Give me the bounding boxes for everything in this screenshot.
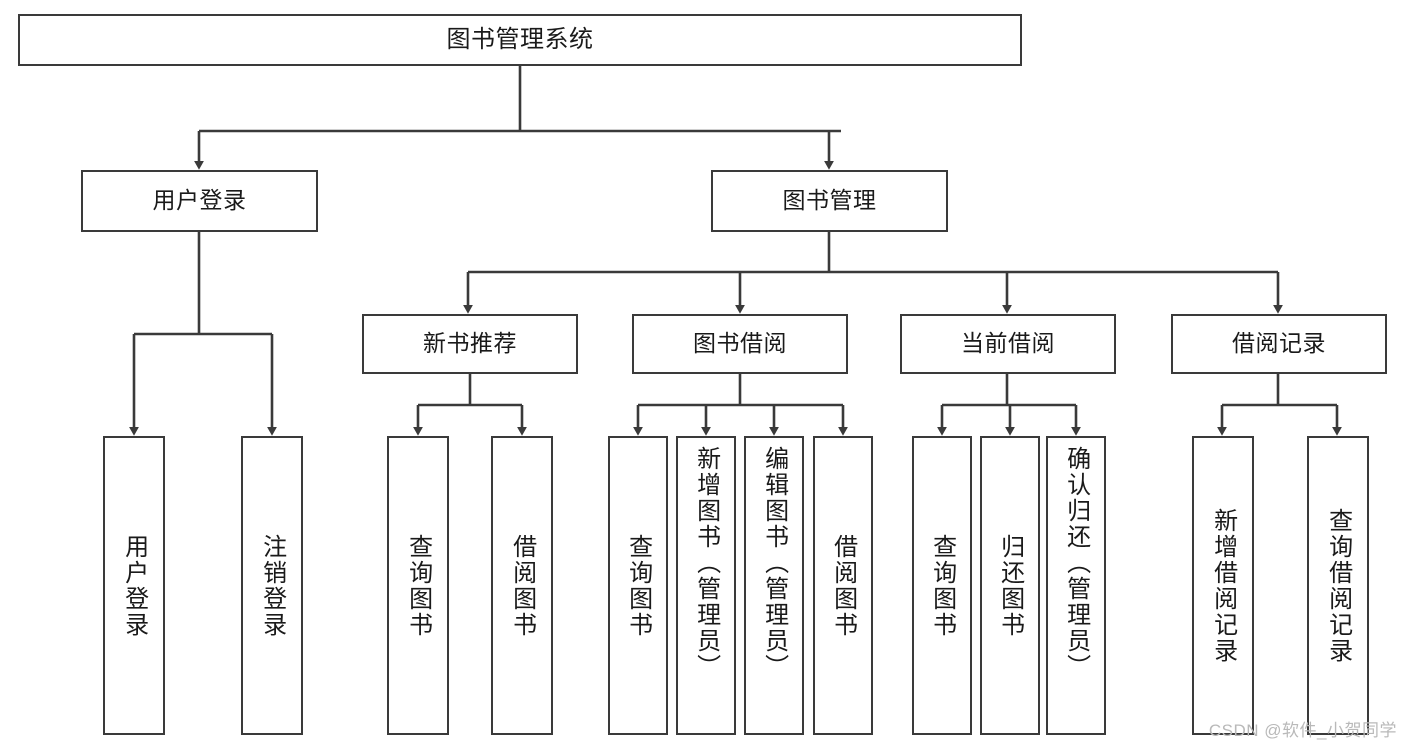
node-leaf-cur-return[interactable]: 归还图书 (980, 436, 1040, 735)
node-leaf-user-logout[interactable]: 注销登录 (241, 436, 303, 735)
watermark: CSDN @软件_小贺同学 (1208, 721, 1397, 740)
node-leaf-cur-return-label: 归还图书 (996, 533, 1024, 638)
node-current-borrow-label: 当前借阅 (961, 330, 1055, 357)
node-leaf-user-logout-label: 注销登录 (258, 533, 286, 638)
node-book-borrow-label: 图书借阅 (693, 330, 787, 357)
node-leaf-borrow-lend-label: 借阅图书 (829, 533, 857, 638)
node-borrow-record-label: 借阅记录 (1232, 330, 1326, 357)
node-leaf-cur-query-label: 查询图书 (928, 533, 956, 638)
node-new-book-rec[interactable]: 新书推荐 (362, 314, 578, 374)
node-user-login-label: 用户登录 (152, 187, 247, 214)
node-book-manage[interactable]: 图书管理 (711, 170, 948, 232)
node-leaf-user-login[interactable]: 用户登录 (103, 436, 165, 735)
node-leaf-borrow-add-label: 新增图书（管理员） (692, 446, 720, 680)
node-leaf-rec-add-label: 新增借阅记录 (1209, 507, 1237, 664)
node-leaf-cur-query[interactable]: 查询图书 (912, 436, 972, 735)
node-leaf-rec-add[interactable]: 新增借阅记录 (1192, 436, 1254, 735)
node-current-borrow[interactable]: 当前借阅 (900, 314, 1116, 374)
node-leaf-rec-query[interactable]: 查询图书 (387, 436, 449, 735)
node-root[interactable]: 图书管理系统 (18, 14, 1022, 66)
node-user-login[interactable]: 用户登录 (81, 170, 318, 232)
node-leaf-borrow-lend[interactable]: 借阅图书 (813, 436, 873, 735)
node-leaf-borrow-query[interactable]: 查询图书 (608, 436, 668, 735)
node-leaf-rec-borrow-label: 借阅图书 (508, 533, 536, 638)
node-leaf-user-login-label: 用户登录 (120, 533, 148, 638)
node-leaf-rec-borrow[interactable]: 借阅图书 (491, 436, 553, 735)
node-borrow-record[interactable]: 借阅记录 (1171, 314, 1387, 374)
node-leaf-cur-confirm-label: 确认归还（管理员） (1062, 446, 1090, 680)
node-leaf-borrow-edit[interactable]: 编辑图书（管理员） (744, 436, 804, 735)
node-leaf-rec-query2-label: 查询借阅记录 (1324, 507, 1352, 664)
node-root-label: 图书管理系统 (446, 25, 594, 53)
node-book-manage-label: 图书管理 (782, 187, 877, 214)
node-leaf-rec-query-label: 查询图书 (404, 533, 432, 638)
node-leaf-borrow-add[interactable]: 新增图书（管理员） (676, 436, 736, 735)
node-new-book-rec-label: 新书推荐 (423, 330, 517, 357)
node-leaf-cur-confirm[interactable]: 确认归还（管理员） (1046, 436, 1106, 735)
node-leaf-borrow-edit-label: 编辑图书（管理员） (760, 446, 788, 680)
node-leaf-borrow-query-label: 查询图书 (624, 533, 652, 638)
node-leaf-rec-query2[interactable]: 查询借阅记录 (1307, 436, 1369, 735)
node-book-borrow[interactable]: 图书借阅 (632, 314, 848, 374)
